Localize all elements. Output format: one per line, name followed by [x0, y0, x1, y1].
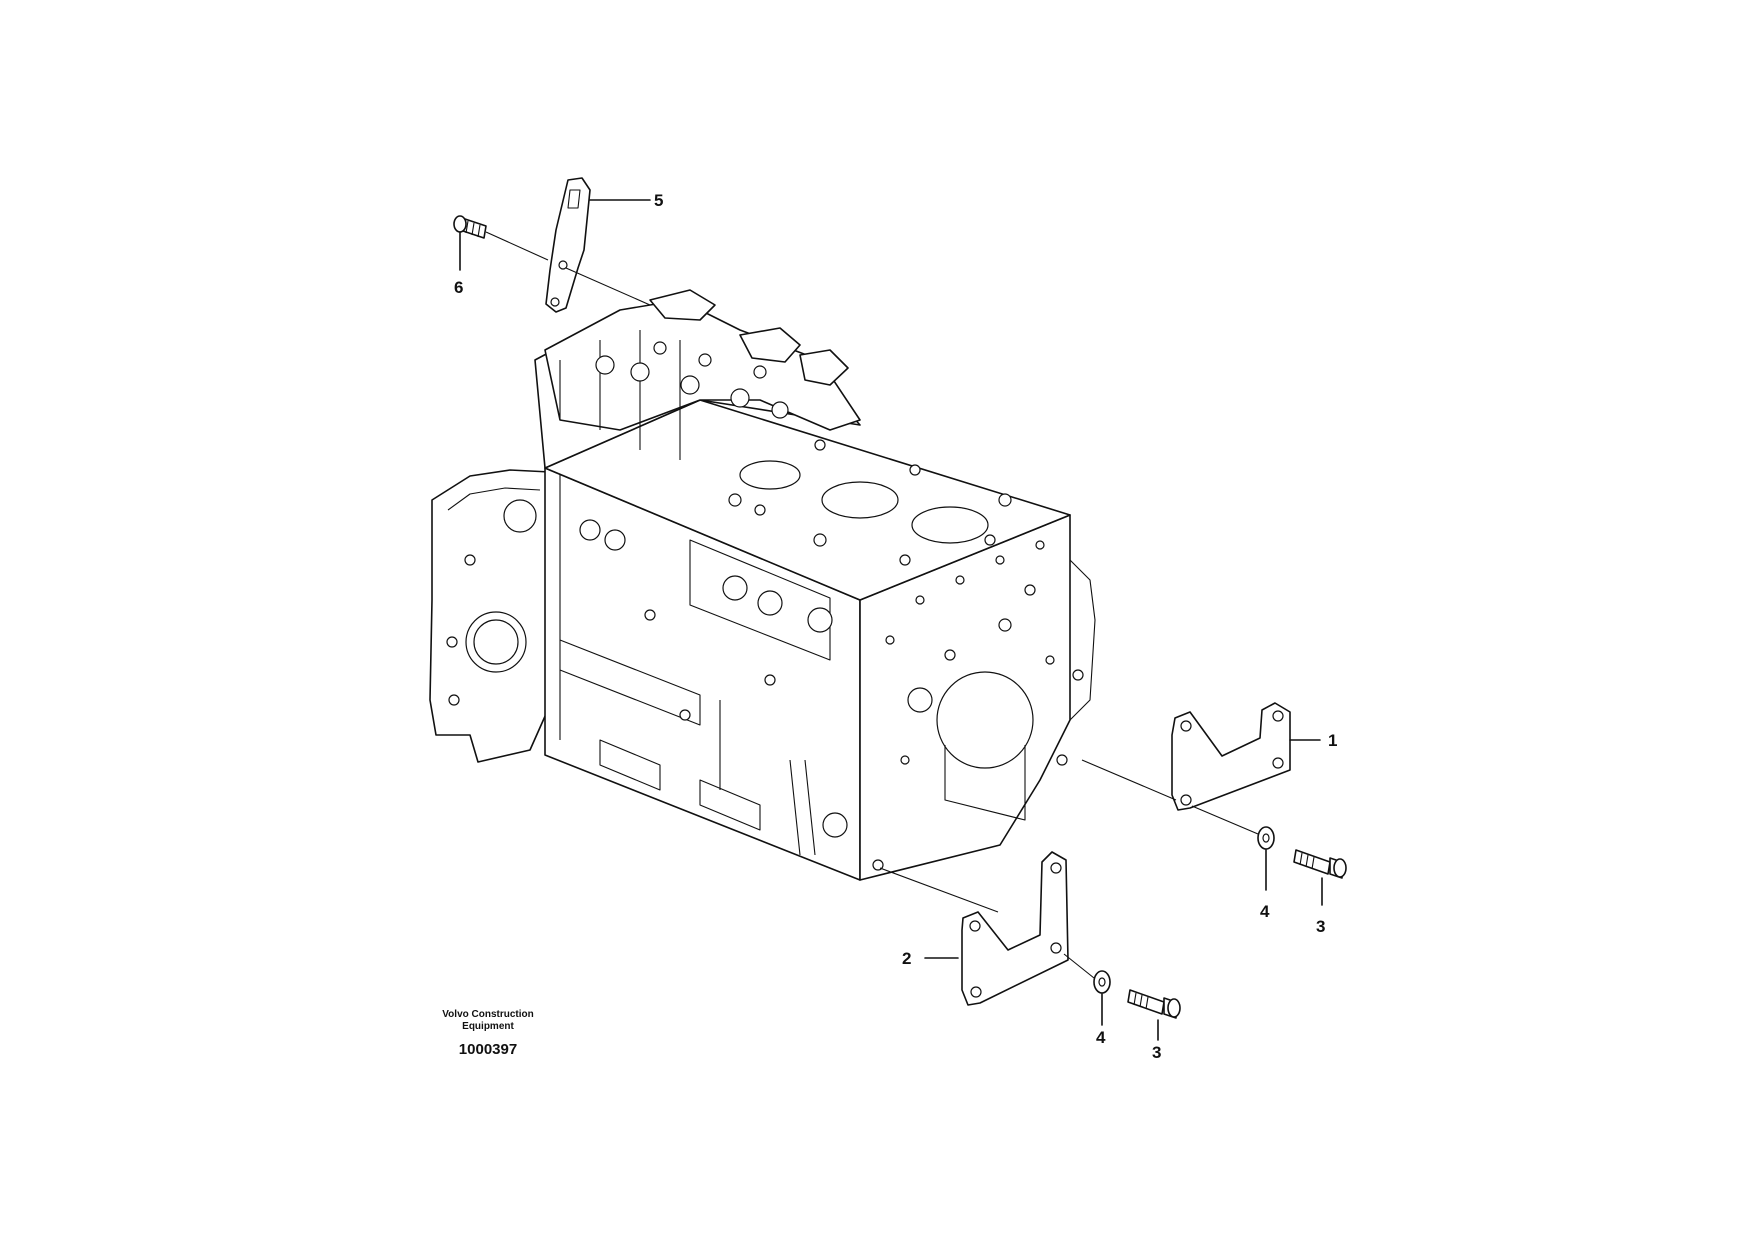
front-bracket-right — [1171, 702, 1291, 811]
brand-line-1: Volvo Construction — [442, 1009, 533, 1020]
assembly-line-top — [485, 231, 651, 306]
callout-4-lower: 4 — [1096, 1028, 1106, 1047]
callout-6: 6 — [454, 278, 463, 297]
callout-5: 5 — [654, 191, 663, 210]
bolt-top — [453, 215, 487, 239]
callout-3-right: 3 — [1316, 917, 1325, 936]
engine-block — [429, 289, 1096, 881]
callout-2: 2 — [902, 949, 911, 968]
bolt-lower — [1127, 989, 1181, 1019]
leader-lines — [459, 199, 1323, 1041]
assembly-line-right — [1081, 759, 1259, 835]
callout-3-lower: 3 — [1152, 1043, 1161, 1062]
brand-line-2: Equipment — [462, 1021, 514, 1032]
front-bracket-lower — [961, 851, 1069, 1006]
figure-number: 1000397 — [459, 1041, 517, 1058]
callout-1: 1 — [1328, 731, 1337, 750]
bolt-right — [1293, 849, 1347, 879]
callout-4-right: 4 — [1260, 902, 1270, 921]
lifting-bracket-top — [545, 177, 591, 313]
assembly-line-lower — [879, 867, 1095, 979]
